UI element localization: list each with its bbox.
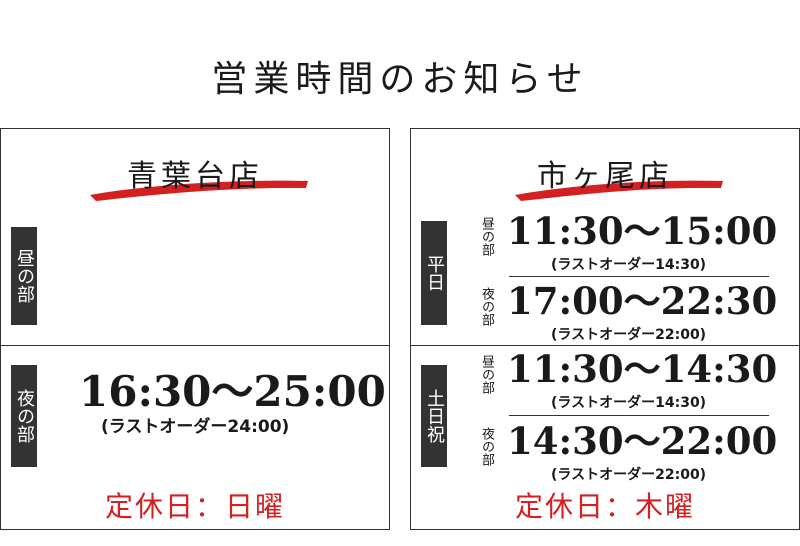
label-weekend-holiday-text: 土日祝 (424, 389, 445, 443)
store-panel-aobadai: 青葉台店 昼の部 夜の部 16:30〜25:00 (ラストオーダー24:00) … (0, 128, 390, 530)
store-name: 青葉台店 (127, 159, 263, 194)
dinner-hours: 16:30〜25:00 (79, 367, 386, 416)
red-brush-stroke (90, 180, 308, 201)
sublabel-weekday-lunch: 昼の部 (479, 217, 494, 256)
weekend-dinner-last-order: (ラストオーダー22:00) (551, 467, 707, 483)
weekday-dinner-last-order: (ラストオーダー22:00) (551, 327, 707, 343)
label-lunch-text: 昼の部 (14, 249, 35, 303)
dinner-last-order: (ラストオーダー24:00) (101, 417, 290, 437)
slot-divider (509, 415, 769, 416)
label-weekday-text: 平日 (424, 255, 445, 291)
weekday-lunch-hours: 11:30〜15:00 (507, 209, 778, 253)
label-dinner-text: 夜の部 (14, 389, 35, 443)
label-weekday: 平日 (421, 221, 447, 325)
label-weekend-holiday: 土日祝 (421, 365, 447, 467)
weekend-lunch-hours: 11:30〜14:30 (507, 347, 778, 391)
sublabel-weekend-lunch: 昼の部 (479, 355, 494, 394)
store-name: 市ヶ尾店 (537, 159, 673, 194)
sublabel-weekend-dinner: 夜の部 (479, 427, 494, 466)
label-dinner: 夜の部 (11, 365, 37, 467)
sublabel-weekday-dinner: 夜の部 (479, 287, 494, 326)
weekday-dinner-hours: 17:00〜22:30 (507, 279, 778, 323)
red-brush-stroke (515, 180, 723, 201)
store-panel-ichigao: 市ヶ尾店 平日 昼の部 11:30〜15:00 (ラストオーダー14:30) 夜… (410, 128, 800, 530)
section-divider (1, 345, 389, 346)
slot-divider (509, 276, 769, 277)
closed-day: 定休日：木曜 (514, 490, 695, 523)
weekend-dinner-hours: 14:30〜22:00 (507, 419, 778, 463)
weekend-lunch-last-order: (ラストオーダー14:30) (551, 395, 707, 411)
group-divider (411, 345, 799, 346)
closed-day: 定休日：日曜 (104, 490, 285, 523)
weekday-lunch-last-order: (ラストオーダー14:30) (551, 257, 707, 273)
page-title: 営業時間のお知らせ (211, 59, 589, 100)
label-lunch: 昼の部 (11, 227, 37, 325)
